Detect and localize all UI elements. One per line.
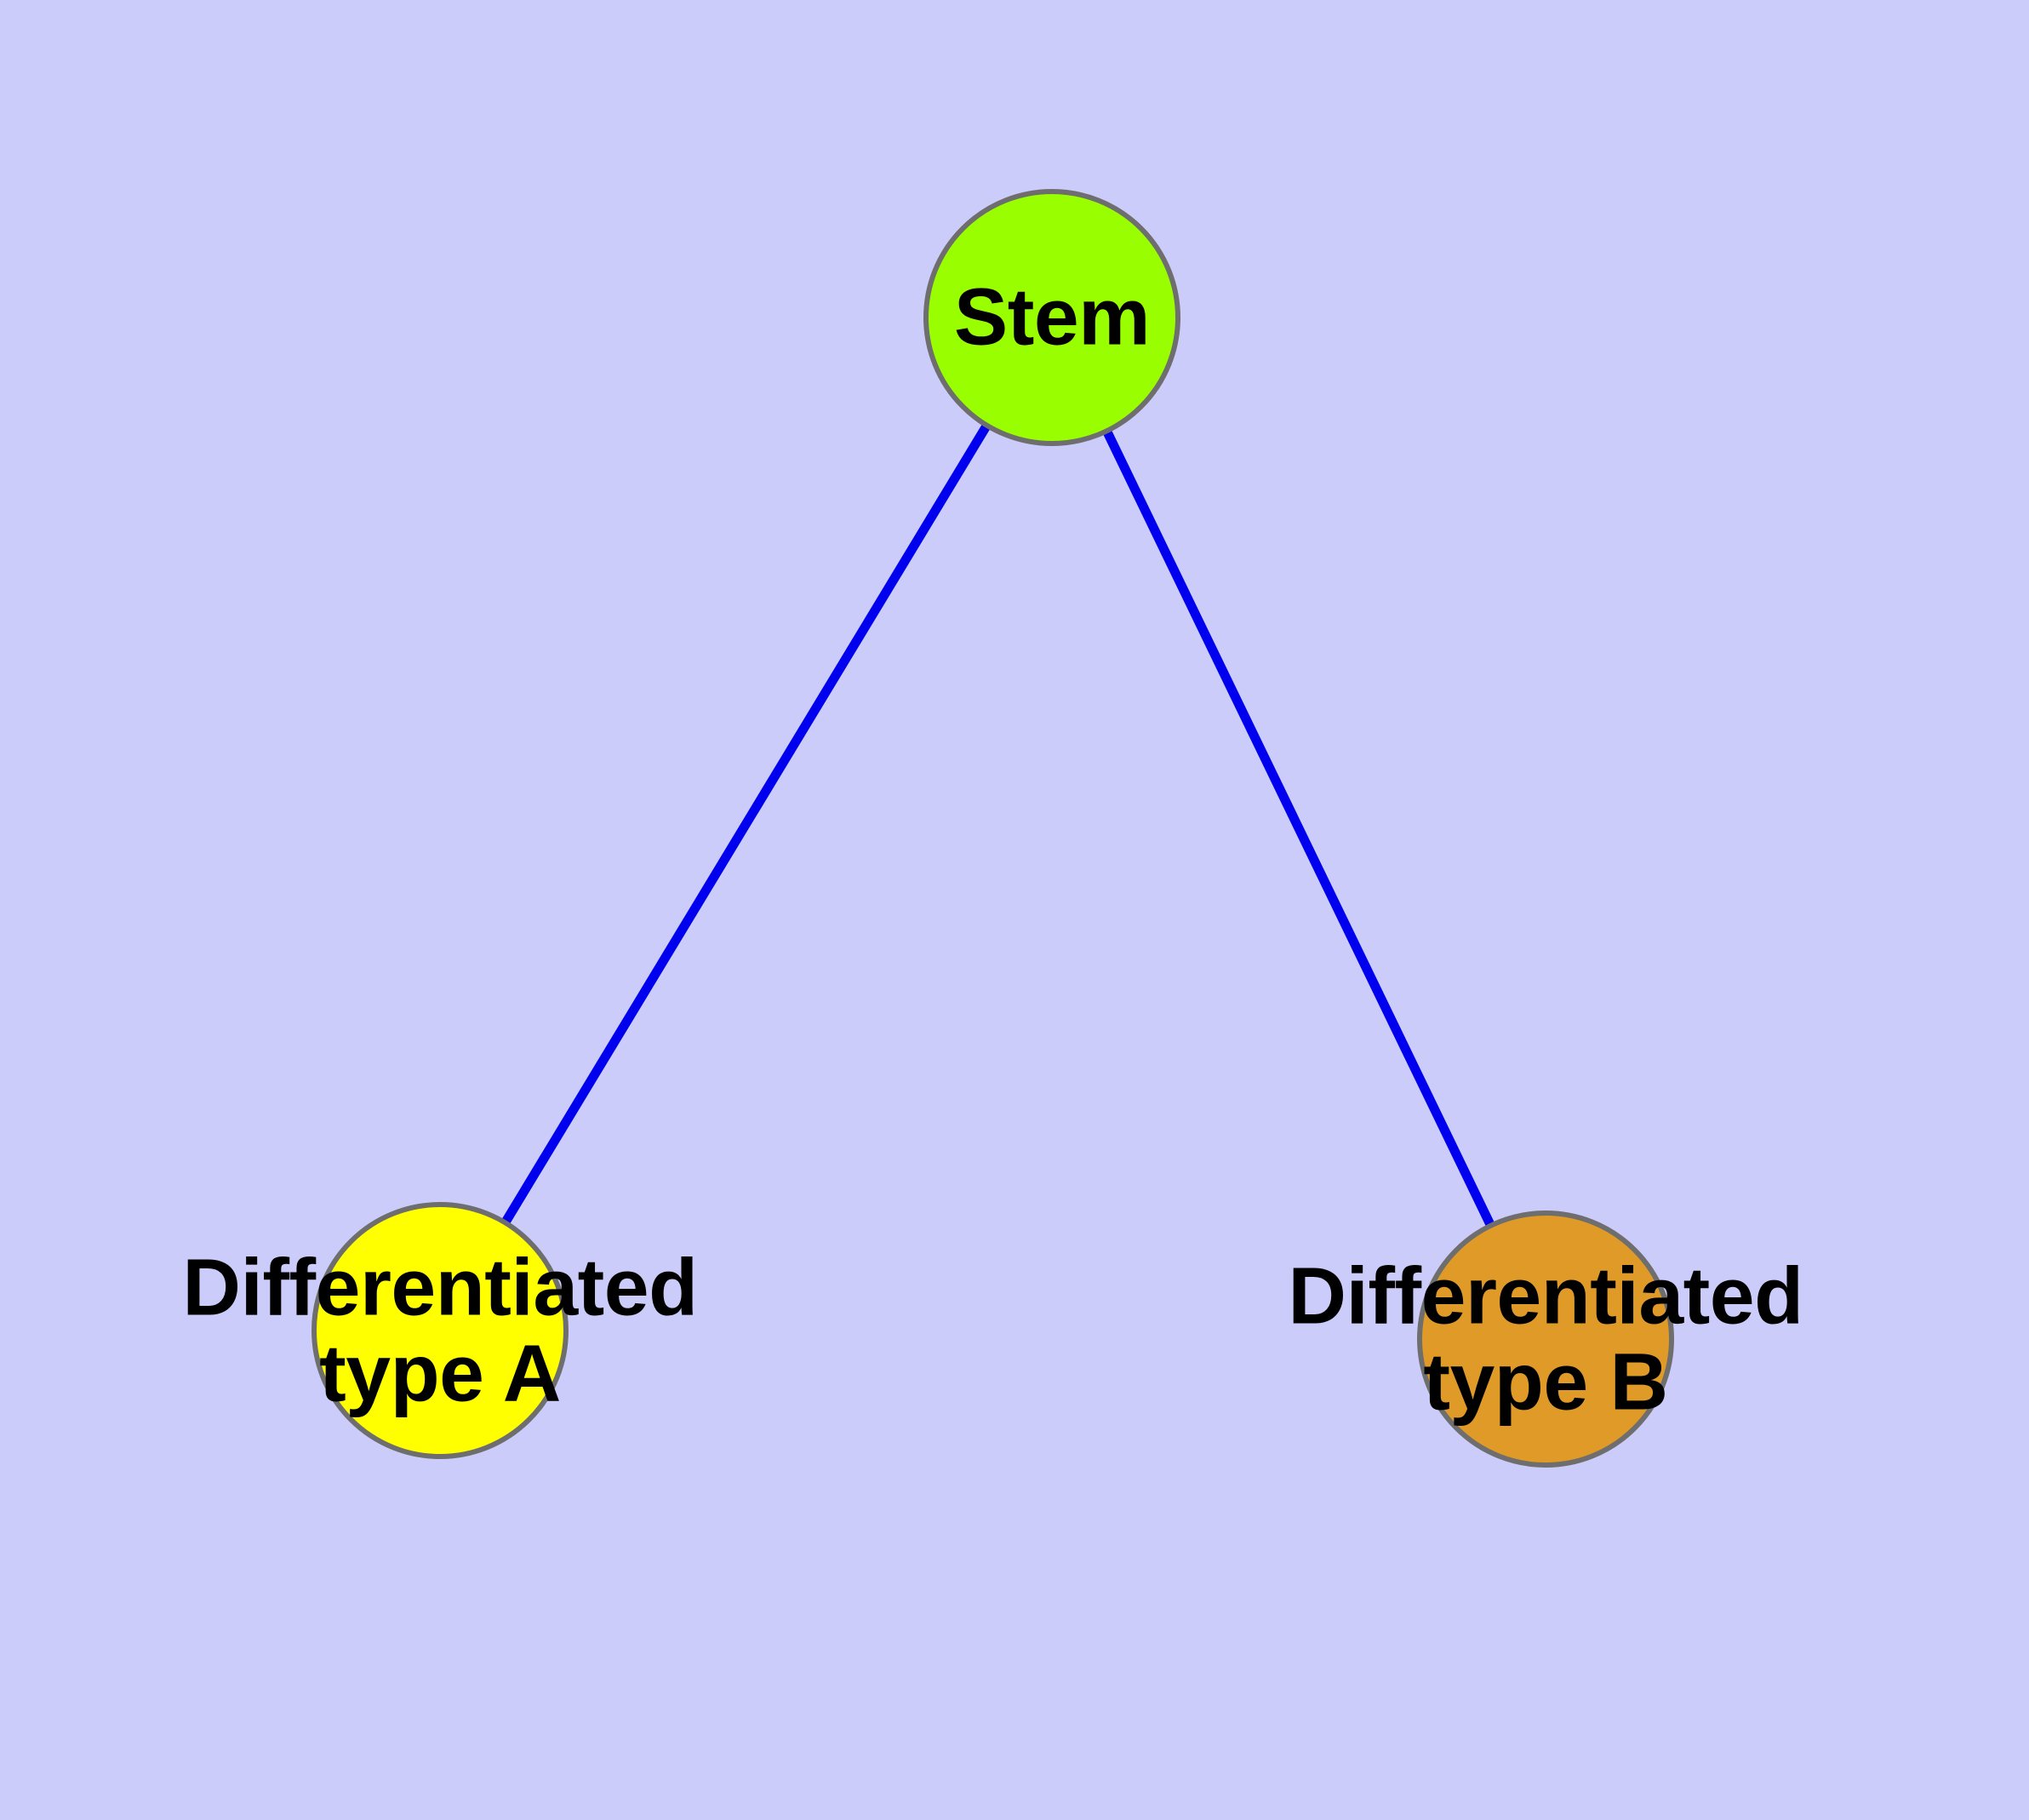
node-differentiated-type-a[interactable] bbox=[311, 1202, 569, 1459]
edge-stem-to-differentiated-type-b[interactable] bbox=[1048, 315, 1550, 1342]
node-stem[interactable] bbox=[923, 189, 1180, 446]
edges-layer bbox=[436, 315, 1550, 1342]
node-differentiated-type-b[interactable] bbox=[1417, 1210, 1674, 1468]
edge-stem-to-differentiated-type-a[interactable] bbox=[436, 315, 1056, 1333]
nodes-layer bbox=[311, 189, 1674, 1468]
